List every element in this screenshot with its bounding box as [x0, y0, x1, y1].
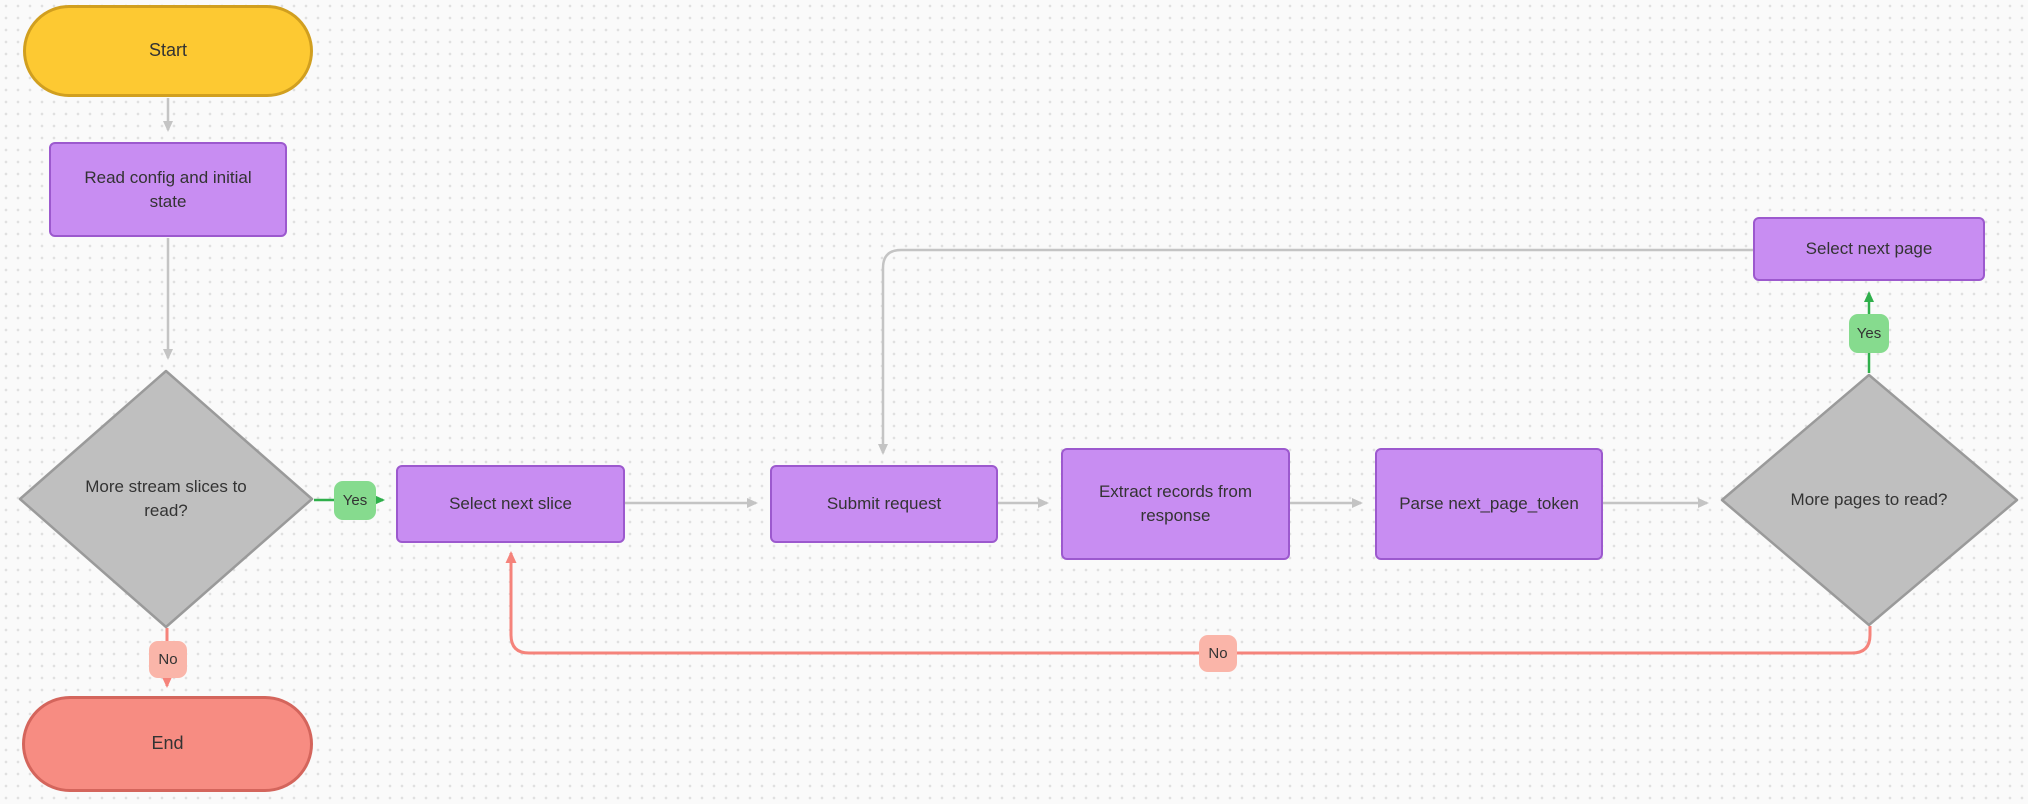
edge-select-page-to-submit-request — [878, 248, 1753, 455]
node-parse-token: Parse next_page_token — [1375, 448, 1603, 560]
edge-label-more-pages-yes: Yes — [1849, 314, 1889, 353]
node-parse-token-label: Parse next_page_token — [1399, 494, 1579, 514]
node-end: End — [22, 696, 313, 792]
node-submit-request: Submit request — [770, 465, 998, 543]
node-select-page: Select next page — [1753, 217, 1985, 281]
node-extract-records: Extract records from response — [1061, 448, 1290, 560]
edge-more-pages-no-to-select-slice — [505, 551, 1872, 655]
node-submit-request-label: Submit request — [826, 494, 942, 514]
node-start-label: Start — [148, 40, 187, 61]
node-select-slice: Select next slice — [396, 465, 625, 543]
node-read-config-label: Read config and initial state — [84, 167, 252, 211]
node-end-label: End — [151, 733, 184, 754]
decision-more-pages-shape — [1720, 373, 2019, 627]
edge-label-more-slices-no: No — [149, 641, 187, 678]
decision-more-pages-label: More pages to read? — [1790, 490, 1948, 510]
decision-more-slices-label: More stream slices to read? — [85, 477, 247, 520]
node-extract-records-label: Extract records from response — [1098, 482, 1253, 525]
node-select-page-label: Select next page — [1805, 239, 1933, 259]
edge-label-more-pages-no: No — [1199, 635, 1237, 672]
edge-label-more-slices-yes: Yes — [334, 481, 376, 520]
decision-more-slices-shape — [18, 369, 314, 629]
node-read-config: Read config and initial state — [49, 142, 287, 237]
node-start: Start — [23, 5, 313, 97]
node-select-slice-label: Select next slice — [449, 494, 572, 514]
